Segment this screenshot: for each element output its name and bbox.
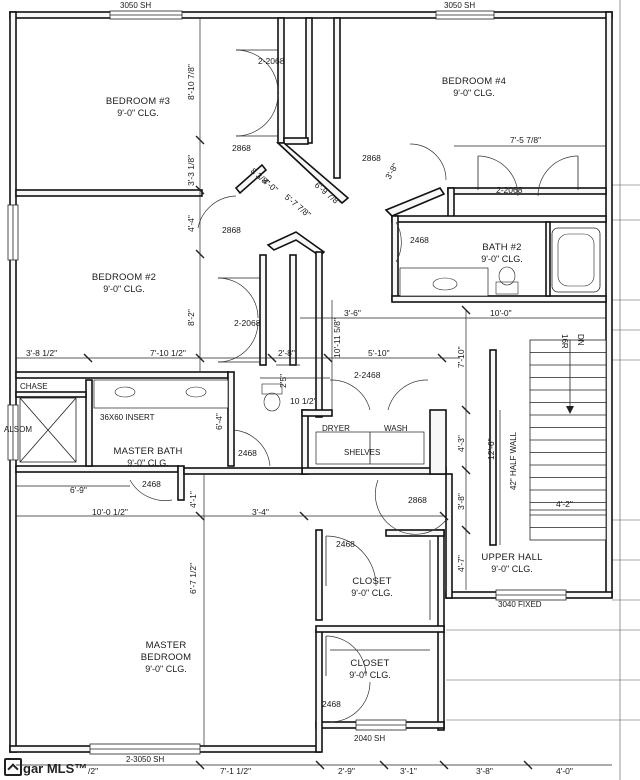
chase-label: CHASE bbox=[20, 382, 48, 391]
closet1-name: CLOSET bbox=[352, 576, 391, 587]
dimension-label: 3'-8" bbox=[456, 493, 466, 510]
stair bbox=[529, 339, 607, 541]
dimension-label: 3'-8 1/2" bbox=[26, 348, 57, 358]
insert-label: 36X60 INSERT bbox=[100, 413, 155, 422]
dimension-label: 4'-2" bbox=[556, 499, 573, 509]
bedroom2-clg: 9'-0" CLG. bbox=[103, 284, 144, 294]
wash-label: WASH bbox=[384, 424, 408, 433]
grid-lines bbox=[446, 0, 640, 780]
door-label: 2468 bbox=[142, 479, 161, 489]
door-label: 2-2468 bbox=[354, 370, 381, 380]
dimension-label: 3'-4" bbox=[252, 507, 269, 517]
mls-watermark: gar MLS™ bbox=[4, 758, 87, 776]
window-top-right: 3050 SH bbox=[444, 1, 475, 10]
dimension-label: 7'-5 7/8" bbox=[510, 135, 541, 145]
door-label: 2868 bbox=[232, 143, 251, 153]
bedroom2-name: BEDROOM #2 bbox=[92, 272, 156, 283]
door-label: 2868 bbox=[362, 153, 381, 163]
home-icon bbox=[4, 758, 22, 776]
dimension-label: 3'-8" bbox=[476, 766, 493, 776]
dimension-label: 5'-10" bbox=[368, 348, 390, 358]
dimension-label: 3'-3 1/8" bbox=[186, 155, 196, 186]
windows bbox=[7, 10, 567, 755]
master-bath-name: MASTER BATH bbox=[113, 446, 182, 457]
bath2-clg: 9'-0" CLG. bbox=[481, 254, 522, 264]
window-top-left: 3050 SH bbox=[120, 1, 151, 10]
window-bottom-mid: 2040 SH bbox=[354, 734, 385, 743]
dimension-label: 7'-1 1/2" bbox=[220, 766, 251, 776]
dimension-label: /2" bbox=[88, 766, 98, 776]
dimension-label: 7'-10" bbox=[456, 346, 466, 368]
closet2-clg: 9'-0" CLG. bbox=[349, 670, 390, 680]
dryer-label: DRYER bbox=[322, 424, 350, 433]
dimension-label: 10'-11 5/8" bbox=[332, 318, 342, 358]
dimension-label: 6'-9" bbox=[70, 485, 87, 495]
risers-label: 16R bbox=[560, 334, 569, 349]
door-label: 2-2068 bbox=[496, 185, 523, 195]
master-bedroom-name: MASTER bbox=[146, 640, 187, 651]
interior-walls bbox=[15, 17, 607, 633]
closet1-clg: 9'-0" CLG. bbox=[351, 588, 392, 598]
upper-hall-name: UPPER HALL bbox=[481, 552, 542, 563]
master-bedroom-name2: BEDROOM bbox=[141, 652, 192, 663]
alcove-label: ALSOM bbox=[4, 425, 32, 434]
dimension-label: 2'-9" bbox=[338, 766, 355, 776]
closet2-name: CLOSET bbox=[350, 658, 389, 669]
dn-label: DN bbox=[576, 334, 585, 346]
half-wall-label: 42" HALF WALL bbox=[509, 431, 518, 490]
watermark-text: gar MLS™ bbox=[23, 761, 88, 776]
master-bedroom-clg: 9'-0" CLG. bbox=[145, 664, 186, 674]
dimension-label: 10'-0" bbox=[490, 308, 512, 318]
dimension-label: 8'-10 7/8" bbox=[186, 64, 196, 100]
dimension-label: 4'-3" bbox=[456, 435, 466, 452]
dimension-label: 4'-7" bbox=[456, 555, 466, 572]
door-label: 2468 bbox=[322, 699, 341, 709]
dimension-label: 3'-1" bbox=[400, 766, 417, 776]
bedroom4-name: BEDROOM #4 bbox=[442, 76, 506, 87]
master-bath-clg: 9'-0" CLG. bbox=[127, 458, 168, 468]
dimension-label: 12'-6" bbox=[486, 438, 496, 460]
dimension-label: 10'-0 1/2" bbox=[92, 507, 128, 517]
door-label: 2-2068 bbox=[258, 56, 285, 66]
dimension-label: 7'-10 1/2" bbox=[150, 348, 186, 358]
door-label: 2-2068 bbox=[234, 318, 261, 328]
shelves-label: SHELVES bbox=[344, 448, 380, 457]
dimension-label: 4'-4" bbox=[186, 215, 196, 232]
dimension-label: 3'-6" bbox=[344, 308, 361, 318]
bedroom3-clg: 9'-0" CLG. bbox=[117, 108, 158, 118]
fixtures bbox=[19, 227, 601, 651]
dimension-label: 6'-4" bbox=[214, 413, 224, 430]
dimension-lines bbox=[16, 18, 612, 770]
bath2-name: BATH #2 bbox=[482, 242, 521, 253]
door-label: 2468 bbox=[238, 448, 257, 458]
door-leaves bbox=[218, 49, 579, 676]
dimension-label: 8'-2" bbox=[186, 309, 196, 326]
door-labels: 2-2068 2868 2868 2-2068 2868 2468 2-2068… bbox=[142, 56, 523, 709]
room-labels: BEDROOM #3 9'-0" CLG. BEDROOM #4 9'-0" C… bbox=[92, 76, 543, 680]
dimension-label: 2'-8" bbox=[278, 348, 295, 358]
dimension-label: 2'5" bbox=[278, 374, 288, 388]
window-fixed: 3040 FIXED bbox=[498, 600, 542, 609]
door-label: 2868 bbox=[222, 225, 241, 235]
misc-labels: CHASE 36X60 INSERT ALSOM DRYER WASH SHEL… bbox=[4, 1, 585, 764]
dimension-label: 4'-0" bbox=[556, 766, 573, 776]
door-label: 2468 bbox=[336, 539, 355, 549]
door-label: 2868 bbox=[408, 495, 427, 505]
door-label: 2468 bbox=[410, 235, 429, 245]
bedroom4-clg: 9'-0" CLG. bbox=[453, 88, 494, 98]
dimension-label: 4'-1" bbox=[188, 491, 198, 508]
upper-hall-clg: 9'-0" CLG. bbox=[491, 564, 532, 574]
bedroom3-name: BEDROOM #3 bbox=[106, 96, 170, 107]
door-swings bbox=[129, 49, 579, 723]
dimension-label: 10 1/2" bbox=[290, 396, 317, 406]
window-bottom-left: 2-3050 SH bbox=[126, 755, 164, 764]
dimension-label: 6'-7 1/2" bbox=[188, 563, 198, 594]
